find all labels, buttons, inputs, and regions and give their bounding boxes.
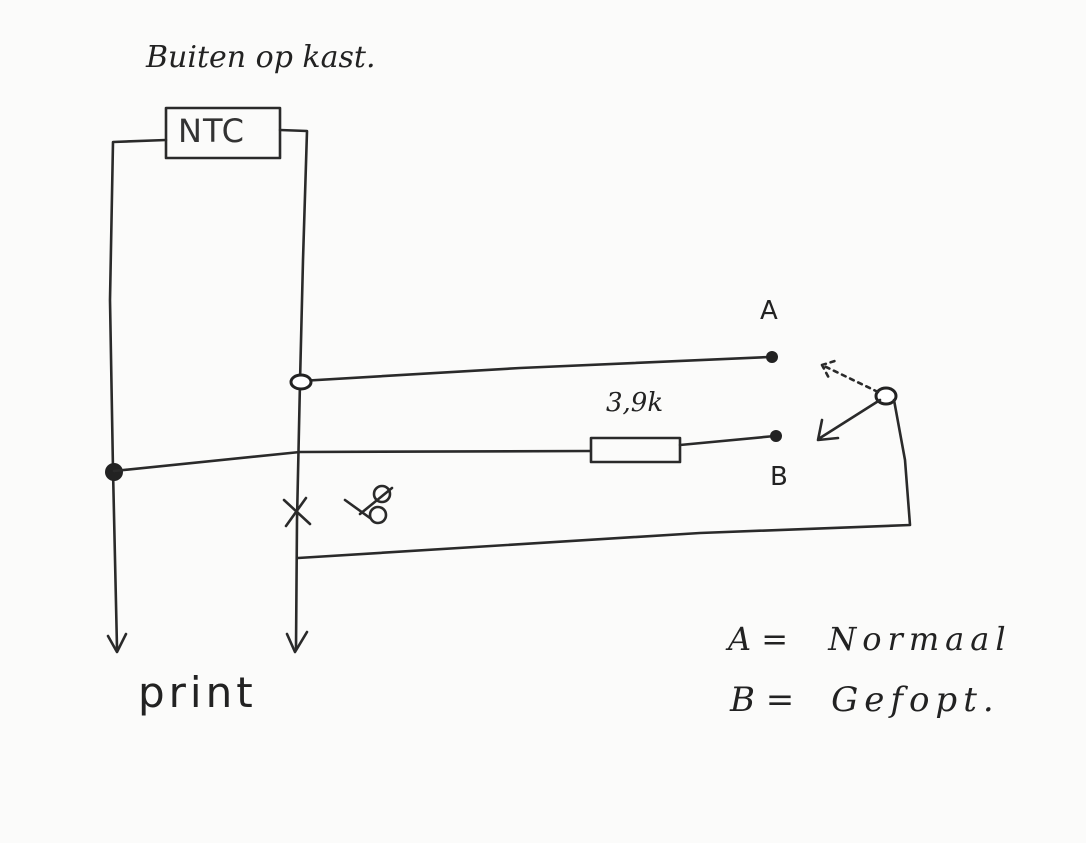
legend-key: A = xyxy=(728,620,789,658)
legend-item-b: B = Gefopt. xyxy=(730,680,1000,720)
cut-mark-x xyxy=(282,496,312,528)
terminal-b-label: B xyxy=(770,462,788,492)
terminal-a-contact xyxy=(766,351,778,363)
ntc-component xyxy=(164,106,282,160)
output-label: print xyxy=(138,668,257,717)
ntc-label: NTC xyxy=(178,112,245,150)
resistor xyxy=(589,436,682,464)
left-wire xyxy=(108,138,168,650)
dotted-arrow-icon xyxy=(820,358,880,394)
wire-to-resistor xyxy=(112,449,592,473)
resistor-label: 3,9k xyxy=(606,388,664,418)
scissors-icon xyxy=(343,484,394,525)
return-wire xyxy=(296,398,912,560)
title-note: Buiten op kast. xyxy=(146,40,376,75)
terminal-b-contact xyxy=(770,430,782,442)
legend-value: Normaal xyxy=(828,620,1012,658)
switch-arm-arrow-icon xyxy=(816,398,882,442)
wire-to-a xyxy=(298,355,772,383)
legend-key: B = xyxy=(730,680,795,720)
left-arrow-icon xyxy=(106,632,128,654)
right-wire xyxy=(278,128,309,650)
junction-node xyxy=(289,373,313,391)
right-arrow-icon xyxy=(285,630,309,654)
wire-to-b xyxy=(678,434,777,447)
legend-item-a: A = Normaal xyxy=(728,620,1012,658)
legend-value: Gefopt. xyxy=(831,680,1000,720)
terminal-a-label: A xyxy=(760,296,778,326)
